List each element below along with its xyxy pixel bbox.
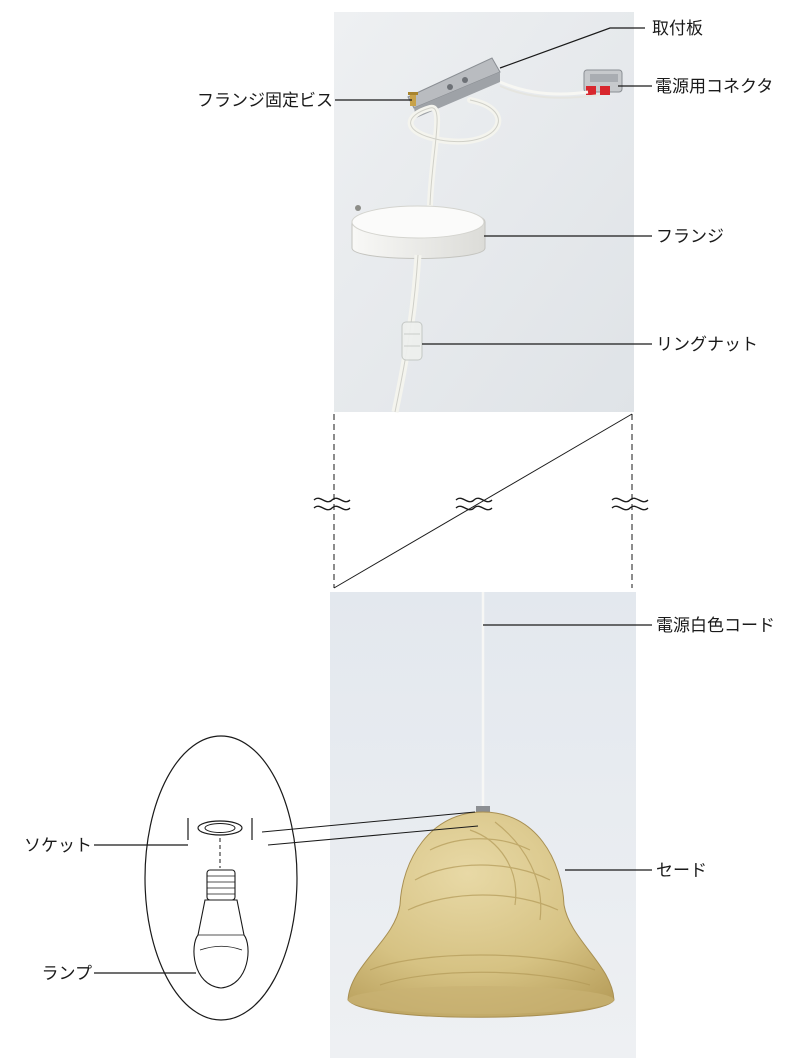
label-lamp: ランプ <box>42 964 93 984</box>
ring-nut <box>401 321 423 361</box>
flange <box>351 205 486 259</box>
label-shade: セード <box>656 861 707 881</box>
label-mounting-plate: 取付板 <box>652 19 703 39</box>
leader-lines <box>94 27 652 974</box>
label-socket: ソケット <box>24 836 92 856</box>
lamp-bulb <box>193 869 249 989</box>
top-photo <box>334 12 634 413</box>
label-ring-nut: リングナット <box>656 335 758 355</box>
socket-lamp-detail <box>144 735 479 1021</box>
label-power-cord: 電源白色コード <box>656 616 775 636</box>
label-flange: フランジ <box>656 227 724 247</box>
bottom-photo <box>330 592 636 1058</box>
label-power-connector: 電源用コネクタ <box>655 77 773 97</box>
flange-screw <box>408 92 418 106</box>
label-flange-screw: フランジ固定ビス <box>197 91 333 111</box>
shade <box>347 811 615 1018</box>
power-connector <box>583 69 623 95</box>
length-omission-section <box>313 413 649 589</box>
shade-cap <box>476 806 490 814</box>
